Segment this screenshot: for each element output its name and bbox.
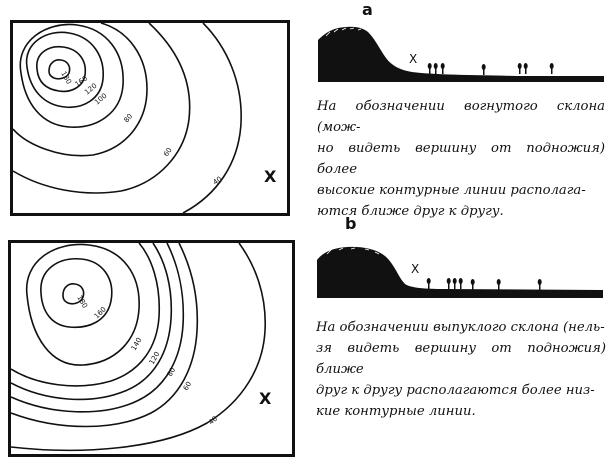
contour-180-b [62, 283, 85, 305]
caption-a-line-1: На обозначении вогнутого склона (мож- [317, 99, 605, 135]
contour-180-a [48, 59, 71, 80]
contour-label-b-5: 60 [182, 380, 193, 392]
trees-b [426, 278, 542, 290]
contour-40-a [182, 23, 242, 213]
contour-value-labels-b: 180 160 140 120 80 60 40 [75, 294, 219, 427]
contour-120-a [25, 31, 104, 108]
profile-concave [318, 26, 604, 82]
panel-letter-b: b [345, 214, 357, 233]
caption-b-line-2: зя видеть вершину от подножия) ближе [316, 341, 606, 377]
contour-label-a-6: 40 [212, 175, 224, 187]
caption-a-line-3: высокие контурные линии располага- [317, 183, 586, 198]
caption-b: На обозначении выпуклого склона (нель- з… [316, 317, 606, 422]
profile-silhouette-b [317, 246, 603, 298]
contour-label-b-3: 120 [148, 350, 162, 366]
profile-point-x-a: X [409, 52, 418, 66]
contour-lines-a: 180 160 120 100 80 60 40 [13, 23, 242, 213]
contour-80-b [11, 243, 185, 413]
contour-label-b-4: 80 [166, 366, 177, 378]
contour-60-a [13, 23, 191, 194]
caption-a: На обозначении вогнутого склона (мож- но… [317, 96, 605, 222]
contour-lines-b: 180 160 140 120 80 60 40 [11, 243, 266, 452]
caption-b-line-1: На обозначении выпуклого склона (нель- [316, 320, 605, 335]
map-point-x-a: X [264, 167, 277, 186]
contour-160-a [36, 45, 87, 93]
contour-80-a [13, 23, 148, 157]
contour-40-b [11, 243, 266, 452]
contour-160-b [40, 258, 113, 329]
trees-a [427, 63, 554, 75]
contour-label-b-2: 140 [130, 336, 144, 352]
contour-label-b-0: 180 [75, 294, 89, 310]
contour-label-b-6: 40 [207, 415, 219, 427]
contour-100-a [19, 23, 124, 128]
profile-point-x-b: X [411, 262, 420, 276]
caption-b-line-4: кие контурные линии. [316, 404, 476, 419]
contour-label-a-3: 100 [93, 92, 108, 107]
profile-silhouette-a [318, 26, 604, 82]
panel-letter-a: a [362, 0, 373, 19]
map-point-x-b: X [259, 389, 272, 408]
caption-a-line-4: ются ближе друг к другу. [317, 204, 504, 219]
contour-140-b [25, 243, 140, 366]
contour-label-a-4: 80 [122, 112, 134, 124]
contour-100-b [11, 243, 173, 401]
contour-label-b-1: 160 [93, 305, 108, 320]
contour-120-b [11, 243, 161, 387]
contour-map-convex: 180 160 140 120 80 60 40 X [8, 240, 295, 457]
caption-b-line-3: друг к другу располагаются более низ- [316, 383, 595, 398]
contour-label-a-2: 120 [83, 82, 98, 97]
contour-value-labels-a: 180 160 120 100 80 60 40 [59, 70, 223, 187]
contour-label-a-5: 60 [162, 146, 174, 158]
contour-map-concave: 180 160 120 100 80 60 40 X [10, 20, 290, 216]
profile-convex [317, 246, 603, 298]
caption-a-line-2: но видеть вершину от подножия) более [317, 141, 605, 177]
contour-60-b [11, 243, 199, 428]
